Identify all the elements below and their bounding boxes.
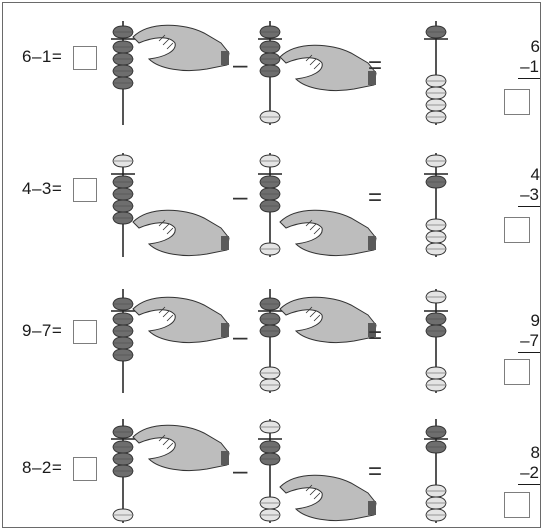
abacus-left xyxy=(111,289,135,393)
hand-fingers xyxy=(305,484,321,500)
exercise-expression: 4–3= xyxy=(22,179,62,199)
abacus-left xyxy=(111,419,135,523)
vertical-answer-box[interactable] xyxy=(504,492,530,518)
vertical-answer-box[interactable] xyxy=(504,89,530,115)
hand-cuff xyxy=(221,451,229,465)
abacus-left xyxy=(111,153,135,257)
vertical-subtraction: 4 –3 xyxy=(500,165,540,207)
hand-fingers xyxy=(158,34,174,50)
hand-shape xyxy=(279,296,377,344)
hand-illustration xyxy=(132,424,230,472)
hand-cuff xyxy=(368,501,376,515)
hand-illustration xyxy=(132,24,230,72)
vertical-subtraction: 6 –1 xyxy=(500,37,540,79)
hand-illustration xyxy=(279,474,377,522)
equals-sign: = xyxy=(368,52,382,79)
exercise-expression: 6–1= xyxy=(22,47,62,67)
vertical-top-number: 4 xyxy=(530,165,540,184)
vertical-subtraction: 9 –7 xyxy=(500,311,540,353)
minus-sign: – xyxy=(233,49,248,79)
vertical-top-number: 8 xyxy=(530,443,540,462)
abacus-right xyxy=(424,153,448,257)
hand-cuff xyxy=(221,51,229,65)
abacus-illustration: – = xyxy=(111,21,448,125)
abacus-group xyxy=(111,289,448,393)
hand-fingers xyxy=(305,219,321,235)
abacus-middle xyxy=(258,153,282,257)
hand-shape xyxy=(132,424,230,472)
abacus-illustration: – = xyxy=(111,153,448,257)
exercise-row-3: 9–7= – = 9 –7 xyxy=(3,271,540,401)
exercise-expression: 8–2= xyxy=(22,458,62,478)
equals-sign: = xyxy=(368,184,382,211)
expression-text: 4–3= xyxy=(22,179,63,198)
abacus-group xyxy=(111,153,448,257)
expression-text: 9–7= xyxy=(22,321,63,340)
hand-fingers xyxy=(158,306,174,322)
abacus-middle xyxy=(258,419,282,523)
expression-text: 8–2= xyxy=(22,458,63,477)
vertical-subtrahend: –7 xyxy=(518,331,540,353)
exercise-row-4: 8–2= – = 8 –2 xyxy=(3,399,540,529)
answer-box[interactable] xyxy=(73,457,97,481)
equals-sign: = xyxy=(368,458,382,485)
hand-shape xyxy=(279,44,377,92)
abacus-group xyxy=(111,21,448,125)
hand-fingers xyxy=(158,219,174,235)
hand-illustration xyxy=(132,296,230,344)
abacus-middle xyxy=(258,289,282,393)
hand-illustration xyxy=(279,44,377,92)
hand-illustration xyxy=(132,209,230,257)
hand-fingers xyxy=(305,54,321,70)
abacus-right xyxy=(424,21,448,125)
expression-text: 6–1= xyxy=(22,47,63,66)
abacus-right xyxy=(424,419,448,523)
hand-cuff xyxy=(221,323,229,337)
vertical-answer-box[interactable] xyxy=(504,359,530,385)
exercise-row-2: 4–3= – = 4 –3 xyxy=(3,139,540,269)
vertical-top-number: 6 xyxy=(530,37,540,56)
abacus-group xyxy=(111,419,448,523)
minus-sign: – xyxy=(233,455,248,485)
hand-cuff xyxy=(368,236,376,250)
minus-sign: – xyxy=(233,321,248,351)
hand-fingers xyxy=(305,306,321,322)
vertical-subtrahend: –1 xyxy=(518,57,540,79)
abacus-middle xyxy=(258,21,282,125)
vertical-subtrahend: –2 xyxy=(518,463,540,485)
hand-cuff xyxy=(368,71,376,85)
abacus-right xyxy=(424,289,448,393)
vertical-subtraction: 8 –2 xyxy=(500,443,540,485)
vertical-subtrahend: –3 xyxy=(518,185,540,207)
hand-shape xyxy=(279,209,377,257)
hand-shape xyxy=(279,474,377,522)
worksheet: 6–1= – = 6 –1 4–3= – = 4 –3 9–7= xyxy=(2,2,541,528)
hand-cuff xyxy=(368,323,376,337)
hand-cuff xyxy=(221,236,229,250)
hand-fingers xyxy=(158,434,174,450)
hand-shape xyxy=(132,209,230,257)
answer-box[interactable] xyxy=(73,178,97,202)
vertical-top-number: 9 xyxy=(530,311,540,330)
equals-sign: = xyxy=(368,322,382,349)
minus-sign: – xyxy=(233,181,248,211)
hand-illustration xyxy=(279,209,377,257)
exercise-row-1: 6–1= – = 6 –1 xyxy=(3,9,540,139)
abacus-left xyxy=(111,21,135,125)
exercise-expression: 9–7= xyxy=(22,321,62,341)
abacus-illustration: – = xyxy=(111,289,448,393)
hand-shape xyxy=(132,24,230,72)
answer-box[interactable] xyxy=(73,320,97,344)
answer-box[interactable] xyxy=(73,46,97,70)
abacus-illustration: – = xyxy=(111,419,448,523)
vertical-answer-box[interactable] xyxy=(504,217,530,243)
hand-shape xyxy=(132,296,230,344)
hand-illustration xyxy=(279,296,377,344)
